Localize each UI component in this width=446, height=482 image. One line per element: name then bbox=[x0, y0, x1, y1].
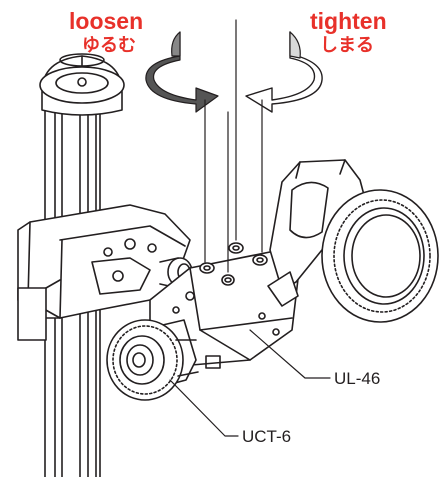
screw-hole bbox=[199, 262, 215, 274]
screw-hole bbox=[252, 254, 268, 266]
loosen-label: loosen bbox=[69, 8, 144, 34]
part-label-uct6: UCT-6 bbox=[242, 427, 292, 446]
uct6-sight-cylinder bbox=[106, 319, 199, 401]
tighten-label-jp: しまる bbox=[320, 35, 374, 55]
slide-block bbox=[17, 204, 191, 341]
part-label-ul46: UL-46 bbox=[334, 369, 381, 388]
counterclockwise-arrow-icon bbox=[145, 31, 219, 113]
top-mount-knob bbox=[39, 53, 125, 116]
loosen-label-jp: ゆるむ bbox=[82, 35, 136, 55]
leader-lines bbox=[169, 19, 331, 437]
scope-housing bbox=[267, 159, 439, 323]
clockwise-arrow-icon bbox=[245, 31, 323, 113]
screw-hole bbox=[221, 274, 235, 286]
screw-hole bbox=[228, 242, 244, 254]
tighten-label: tighten bbox=[310, 8, 387, 34]
